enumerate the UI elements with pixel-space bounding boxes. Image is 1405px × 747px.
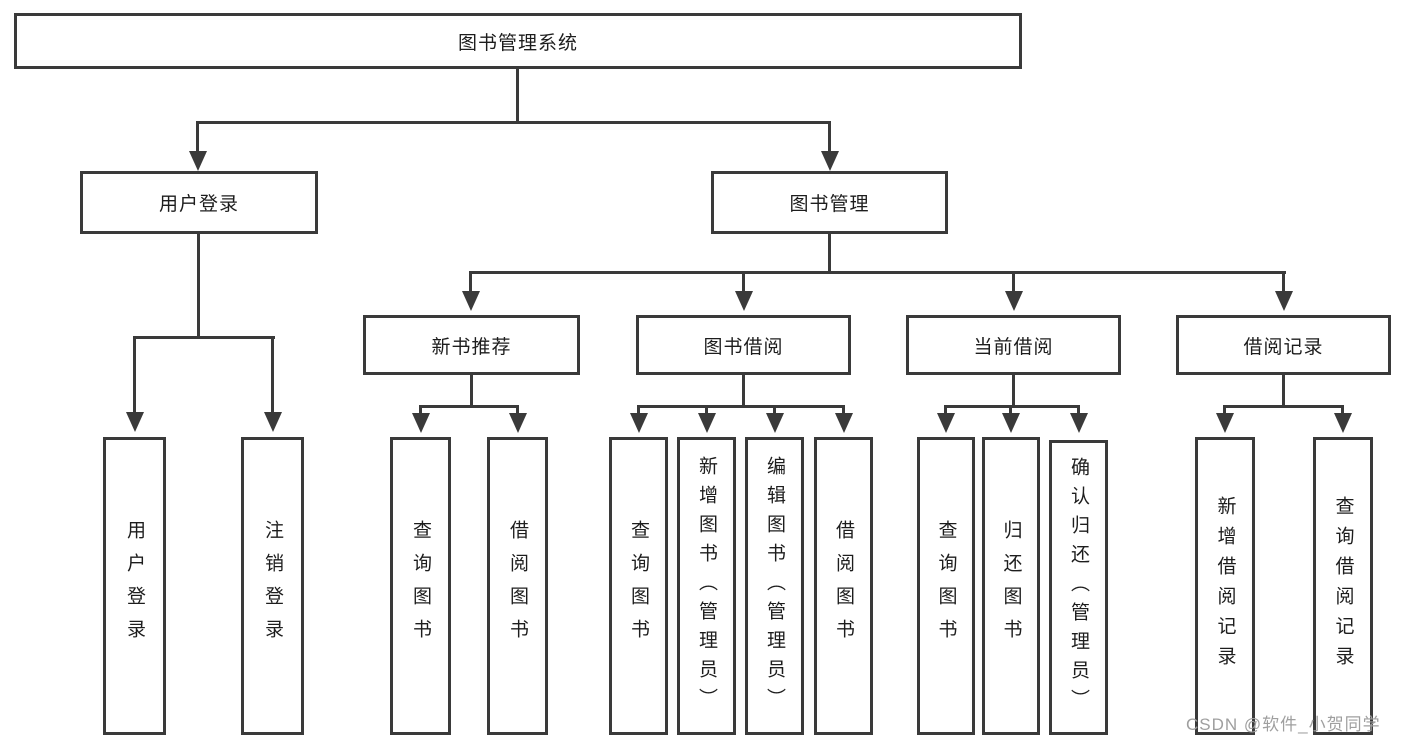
node-borrowing-records-label: 借阅记录 [1243,336,1324,358]
leaf-logout-label: 注销登录 [262,520,283,652]
leaf-borrow-books-recommend: 借阅图书 [487,437,548,735]
arrowhead-icon [937,413,955,433]
node-user-login: 用户登录 [80,171,318,234]
connector-line [742,375,745,407]
arrowhead-icon [1002,413,1020,433]
connector-line [944,405,947,414]
leaf-query-borrow-record: 查询借阅记录 [1313,437,1373,735]
leaf-query-books-recommend-label: 查询图书 [410,520,431,652]
node-current-borrowing-label: 当前借阅 [973,336,1054,358]
connector-line [469,271,472,293]
arrowhead-icon [264,412,282,432]
node-book-borrowing-label: 图书借阅 [703,336,784,358]
node-current-borrowing: 当前借阅 [906,315,1121,375]
arrowhead-icon [630,413,648,433]
leaf-borrow-books-borrowing-label: 借阅图书 [833,520,854,652]
leaf-return-books-label: 归还图书 [1000,520,1022,652]
leaf-edit-book-admin: 编辑图书（管理员） [745,437,804,735]
node-library-system-label: 图书管理系统 [457,32,578,54]
node-book-management: 图书管理 [711,171,948,234]
arrowhead-icon [821,151,839,171]
connector-line [1282,375,1285,407]
arrowhead-icon [698,413,716,433]
node-user-login-label: 用户登录 [158,194,239,215]
node-book-management-label: 图书管理 [789,194,870,215]
leaf-query-borrow-record-label: 查询借阅记录 [1332,496,1354,676]
leaf-query-books-borrowing: 查询图书 [609,437,668,735]
leaf-query-books-recommend: 查询图书 [390,437,451,735]
arrowhead-icon [462,291,480,311]
connector-line [469,271,1286,274]
connector-line [1223,405,1344,408]
leaf-query-books-current: 查询图书 [917,437,975,735]
node-new-book-recommend-label: 新书推荐 [431,336,512,358]
connector-line [944,405,1080,408]
connector-line [773,405,776,414]
leaf-add-book-admin-label: 新增图书（管理员） [696,455,717,717]
arrowhead-icon [735,291,753,311]
connector-line [705,405,708,414]
connector-line [637,405,640,414]
connector-line [516,69,519,121]
leaf-query-books-current-label: 查询图书 [935,520,957,652]
connector-line [842,405,845,414]
leaf-query-books-borrowing-label: 查询图书 [628,520,649,652]
connector-line [1282,271,1285,293]
node-new-book-recommend: 新书推荐 [363,315,580,375]
arrowhead-icon [1334,413,1352,433]
arrowhead-icon [1005,291,1023,311]
connector-line [196,121,199,153]
leaf-borrow-books-borrowing: 借阅图书 [814,437,873,735]
connector-line [470,375,473,407]
arrowhead-icon [189,151,207,171]
leaf-confirm-return-admin-label: 确认归还（管理员） [1068,457,1089,718]
arrowhead-icon [1216,413,1234,433]
node-library-system: 图书管理系统 [14,13,1022,69]
arrowhead-icon [509,413,527,433]
arrowhead-icon [1070,413,1088,433]
leaf-confirm-return-admin: 确认归还（管理员） [1049,440,1108,735]
connector-line [196,121,831,124]
leaf-add-book-admin: 新增图书（管理员） [677,437,736,735]
connector-line [1077,405,1080,414]
leaf-add-borrow-record: 新增借阅记录 [1195,437,1255,735]
leaf-user-login: 用户登录 [103,437,166,735]
connector-line [1223,405,1226,414]
connector-line [197,234,200,338]
arrowhead-icon [412,413,430,433]
arrowhead-icon [766,413,784,433]
connector-line [742,271,745,293]
connector-line [133,336,275,339]
csdn-watermark: CSDN @软件_小贺同学 [1186,715,1381,734]
connector-line [1341,405,1344,414]
connector-line [271,336,274,412]
leaf-return-books: 归还图书 [982,437,1040,735]
connector-line [419,405,422,414]
connector-line [1012,271,1015,293]
leaf-logout: 注销登录 [241,437,304,735]
leaf-borrow-books-recommend-label: 借阅图书 [507,520,528,652]
arrowhead-icon [835,413,853,433]
node-borrowing-records: 借阅记录 [1176,315,1391,375]
connector-line [516,405,519,414]
leaf-add-borrow-record-label: 新增借阅记录 [1214,496,1236,676]
connector-line [1009,405,1012,414]
arrowhead-icon [126,412,144,432]
connector-line [1012,375,1015,407]
connector-line [133,336,136,412]
leaf-edit-book-admin-label: 编辑图书（管理员） [764,455,785,717]
connector-line [828,234,831,273]
connector-line [828,121,831,153]
leaf-user-login-label: 用户登录 [124,520,145,652]
connector-line [637,405,845,408]
node-book-borrowing: 图书借阅 [636,315,851,375]
arrowhead-icon [1275,291,1293,311]
connector-line [419,405,519,408]
